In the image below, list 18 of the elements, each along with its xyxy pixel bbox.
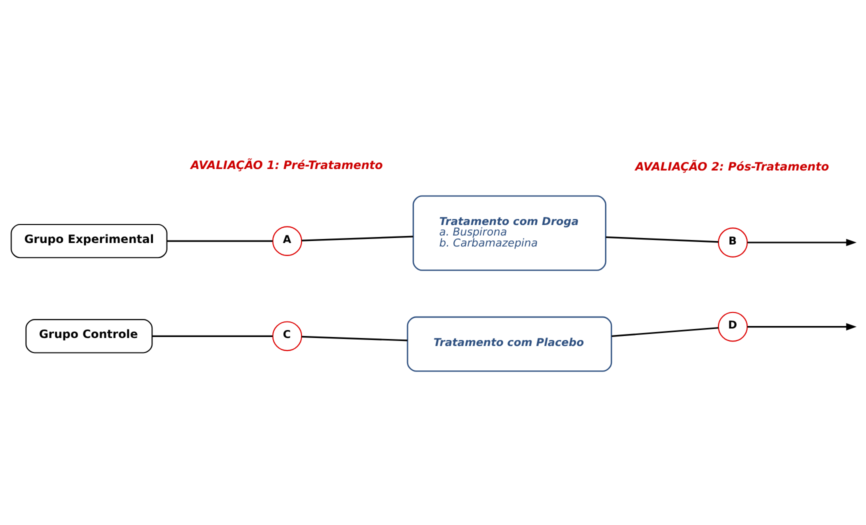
node-circle: B — [718, 228, 748, 258]
connector — [612, 327, 718, 337]
connector — [166, 240, 273, 242]
label: AVALIAÇÃO 2: Pós-Tratamento — [635, 159, 830, 174]
connector — [152, 335, 273, 337]
node-circle: D — [718, 312, 748, 342]
connector — [606, 236, 718, 243]
arrow — [747, 238, 857, 246]
node-box: Grupo Experimental — [10, 224, 168, 258]
node-box: Tratamento com Placebo — [406, 316, 612, 372]
label: AVALIAÇÃO 1: Pré-Tratamento — [190, 158, 383, 172]
arrow — [747, 323, 857, 330]
connector — [302, 236, 414, 242]
connector — [302, 336, 408, 342]
node-box: Grupo Controle — [25, 319, 153, 354]
node-box: Tratamento com Droga a. Buspirona b. Carbamazepina — [412, 195, 606, 271]
node-circle: A — [272, 226, 302, 256]
node-circle: C — [272, 321, 302, 352]
